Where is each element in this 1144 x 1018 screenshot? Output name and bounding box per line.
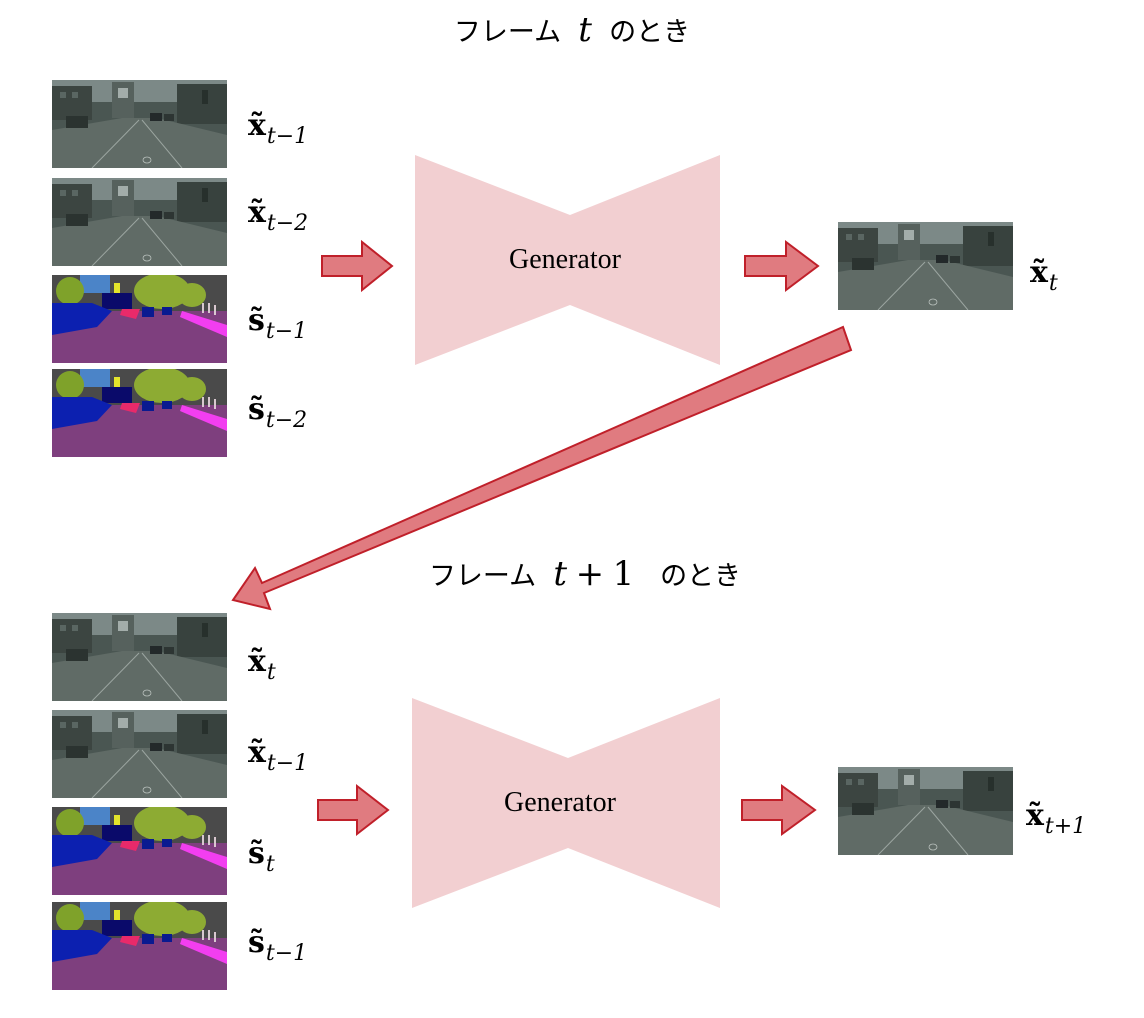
label-x-t-minus-1-b: x̃t−1: [248, 735, 309, 776]
label-x-t: x̃t: [248, 644, 276, 685]
street-photo-thumbnail: [52, 80, 227, 168]
frame-x-t: [52, 613, 227, 701]
label-x-t-minus-1: x̃t−1: [248, 108, 309, 149]
segmentation-map-thumbnail: [52, 902, 227, 990]
frame-x-t-plus-1-output: [838, 767, 1013, 855]
frame-x-t-minus-2: [52, 178, 227, 266]
street-photo-thumbnail: [52, 178, 227, 266]
section2-heading: フレーム t + 1 のとき: [428, 554, 742, 594]
label-s-t-minus-1-b: s̃t−1: [248, 925, 308, 966]
segmentation-map-thumbnail: [52, 807, 227, 895]
label-x-t-output: x̃t: [1030, 255, 1058, 296]
street-photo-thumbnail: [838, 767, 1013, 855]
frame-s-t: [52, 807, 227, 895]
street-photo-thumbnail: [52, 710, 227, 798]
segmentation-map-thumbnail: [52, 275, 227, 363]
output-arrow-2: [741, 784, 817, 836]
label-s-t-minus-2: s̃t−2: [248, 392, 308, 433]
section1-heading: フレーム t のとき: [453, 10, 691, 50]
street-photo-thumbnail: [52, 613, 227, 701]
generator-label-2: Generator: [504, 787, 616, 818]
street-photo-thumbnail: [838, 222, 1013, 310]
label-x-t-minus-2: x̃t−2: [248, 195, 309, 236]
input-arrow-2: [317, 783, 390, 837]
label-x-t-plus-1-output: x̃t+1: [1026, 798, 1087, 839]
generator-label-1: Generator: [509, 244, 621, 275]
feedback-arrow: [231, 325, 853, 611]
frame-x-t-minus-1-b: [52, 710, 227, 798]
output-arrow-1: [744, 240, 820, 292]
frame-s-t-minus-1: [52, 275, 227, 363]
frame-s-t-minus-1-b: [52, 902, 227, 990]
frame-x-t-output: [838, 222, 1013, 310]
segmentation-map-thumbnail: [52, 369, 227, 457]
generator-shape-2: [412, 698, 720, 908]
label-s-t-minus-1: s̃t−1: [248, 303, 308, 344]
frame-s-t-minus-2: [52, 369, 227, 457]
frame-x-t-minus-1: [52, 80, 227, 168]
label-s-t: s̃t: [248, 836, 275, 877]
generator-shape-1: [415, 155, 720, 365]
input-arrow-1: [321, 239, 394, 293]
